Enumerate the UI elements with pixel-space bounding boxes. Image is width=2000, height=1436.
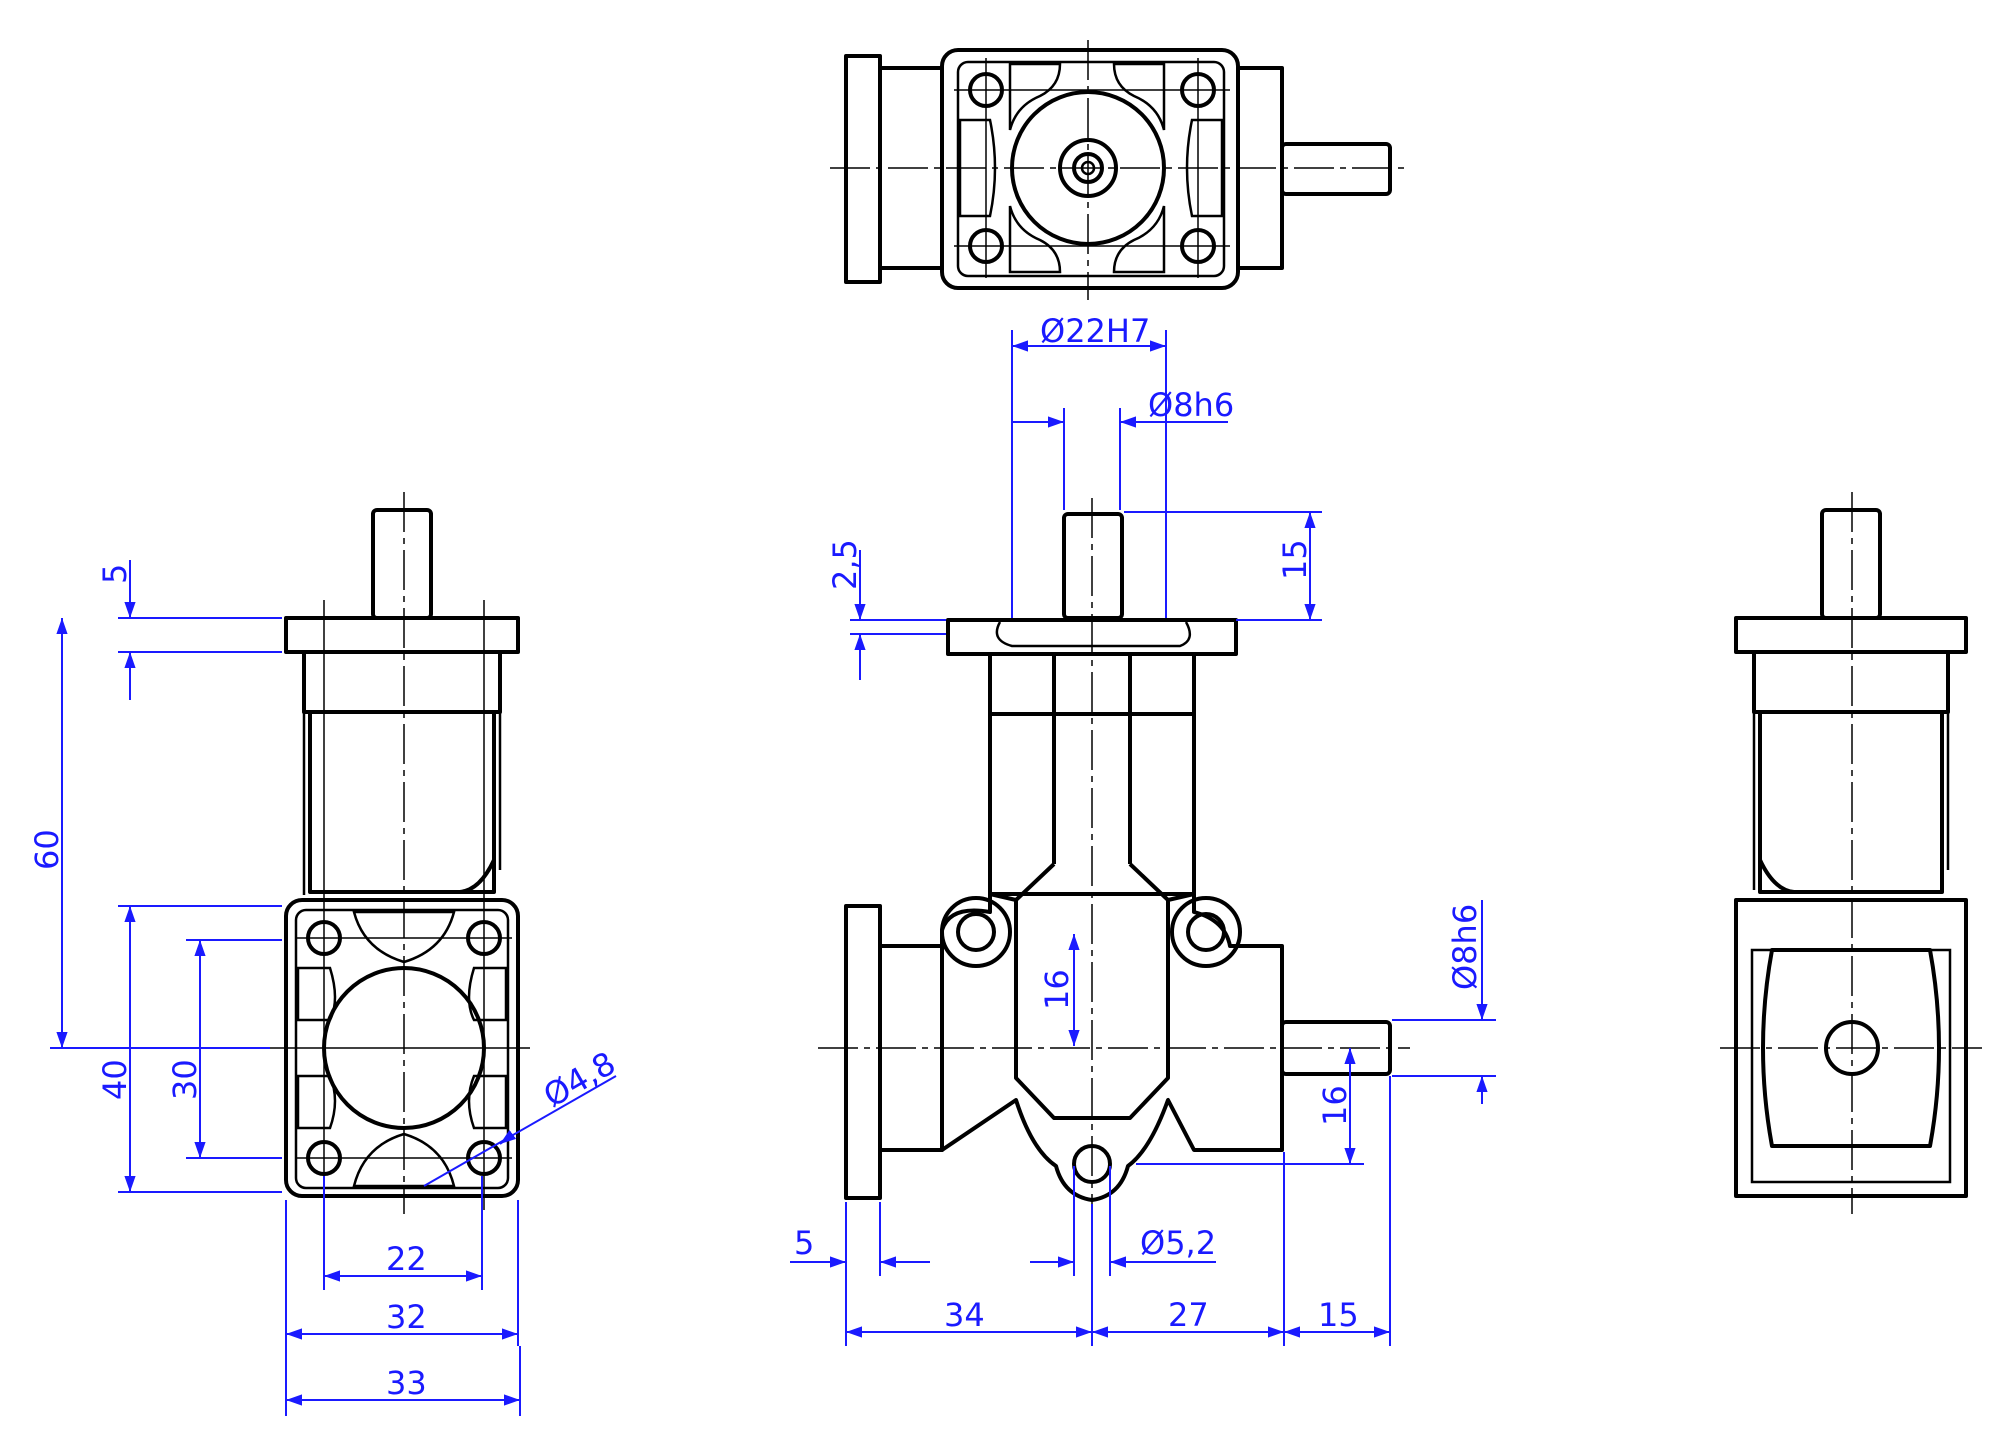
dim-hole-4-8: Ø4,8 (537, 1044, 622, 1115)
dim-shaft-8h6-side: Ø8h6 (1446, 904, 1484, 990)
dim-left-40: 40 (96, 1059, 134, 1100)
dim-left-60: 60 (28, 829, 66, 870)
dim-w-32: 32 (386, 1298, 427, 1336)
right-view (1720, 492, 1982, 1214)
dim-front-5: 5 (794, 1224, 814, 1262)
dim-left-5: 5 (96, 564, 134, 584)
dim-front-34: 34 (944, 1296, 985, 1334)
right-view-flange (1734, 616, 1968, 654)
dim-shaft-len-15-bottom: 15 (1318, 1296, 1359, 1334)
dim-flange-2-5: 2,5 (826, 539, 864, 590)
dim-hole-5-2: Ø5,2 (1140, 1224, 1216, 1262)
dim-w-22: 22 (386, 1240, 427, 1278)
left-view-housing (308, 710, 496, 894)
dim-front-27: 27 (1168, 1296, 1209, 1334)
front-view-input-shaft (1062, 512, 1124, 620)
dim-shaft-8h6-top: Ø8h6 (1148, 386, 1234, 424)
left-view (270, 492, 530, 1214)
front-view-hole (956, 912, 996, 952)
left-view-input-shaft (371, 508, 433, 620)
dimensions: Ø22H7 Ø8h6 2,5 15 5 60 40 (28, 312, 1496, 1416)
dim-front-16-right: 16 (1316, 1085, 1354, 1126)
dim-bore-22h7: Ø22H7 (1040, 312, 1150, 350)
front-view (818, 498, 1410, 1214)
top-view-output-shaft (1280, 142, 1392, 196)
top-view (830, 40, 1410, 300)
front-view-hole (1186, 912, 1226, 952)
dim-front-16-vertical: 16 (1038, 969, 1076, 1010)
dim-shaft-len-15-top: 15 (1276, 539, 1314, 580)
right-view-input-shaft (1820, 508, 1882, 620)
dim-left-30: 30 (166, 1059, 204, 1100)
front-view-left-flange (844, 904, 882, 1200)
left-view-flange (284, 616, 520, 654)
top-view-left-flange (844, 54, 882, 284)
dim-w-33: 33 (386, 1364, 427, 1402)
